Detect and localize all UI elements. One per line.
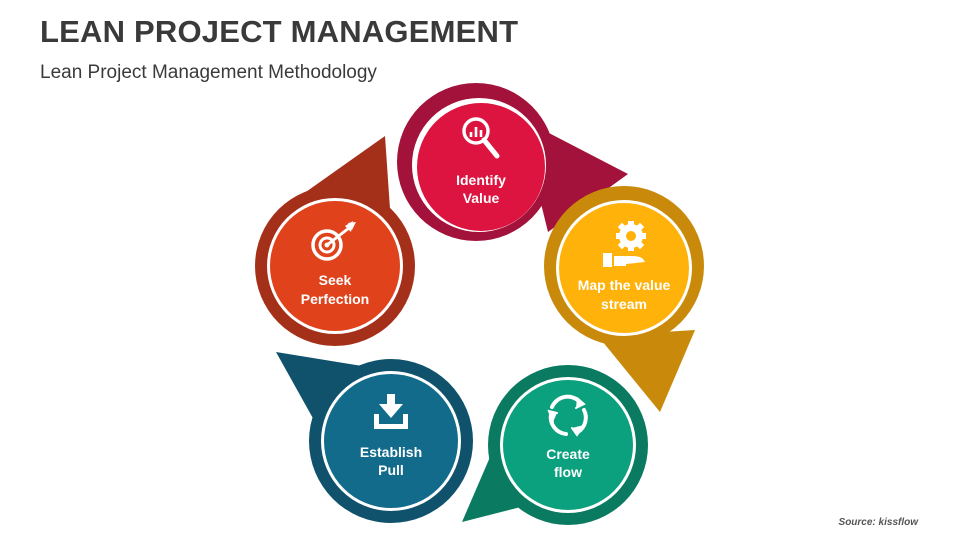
download-tray-icon [374,394,408,429]
page-title: LEAN PROJECT MANAGEMENT [40,14,519,49]
step-flow: Create flow [488,365,648,525]
step-seek-disc [270,201,400,331]
step-identify-label-1: Identify [456,172,506,188]
step-map-label-1: Map the value [578,277,671,293]
step-identify: Identify Value [397,83,555,241]
source-note: Source: kissflow [838,517,918,528]
target-dart-icon [311,221,356,261]
step-pull: Establish Pull [309,359,473,523]
refresh-cycle-icon [547,394,588,437]
step-identify-label-2: Value [463,190,500,206]
step-map-label-2: stream [601,296,647,312]
step-flow-disc [503,380,633,510]
step-seek-label-1: Seek [319,272,352,288]
step-seek: Seek Perfection [255,186,415,346]
step-pull-label-2: Pull [378,462,404,478]
page-subtitle: Lean Project Management Methodology [40,62,377,83]
step-map-tail [598,330,695,412]
step-identify-disc [417,103,545,231]
magnifier-chart-icon [462,117,500,159]
step-flow-label-1: Create [546,446,590,462]
step-map: Map the value stream [544,186,704,346]
step-seek-label-2: Perfection [301,291,369,307]
step-map-disc [559,203,689,333]
step-flow-label-2: flow [554,464,582,480]
step-pull-label-1: Establish [360,444,422,460]
step-pull-disc [324,374,458,508]
